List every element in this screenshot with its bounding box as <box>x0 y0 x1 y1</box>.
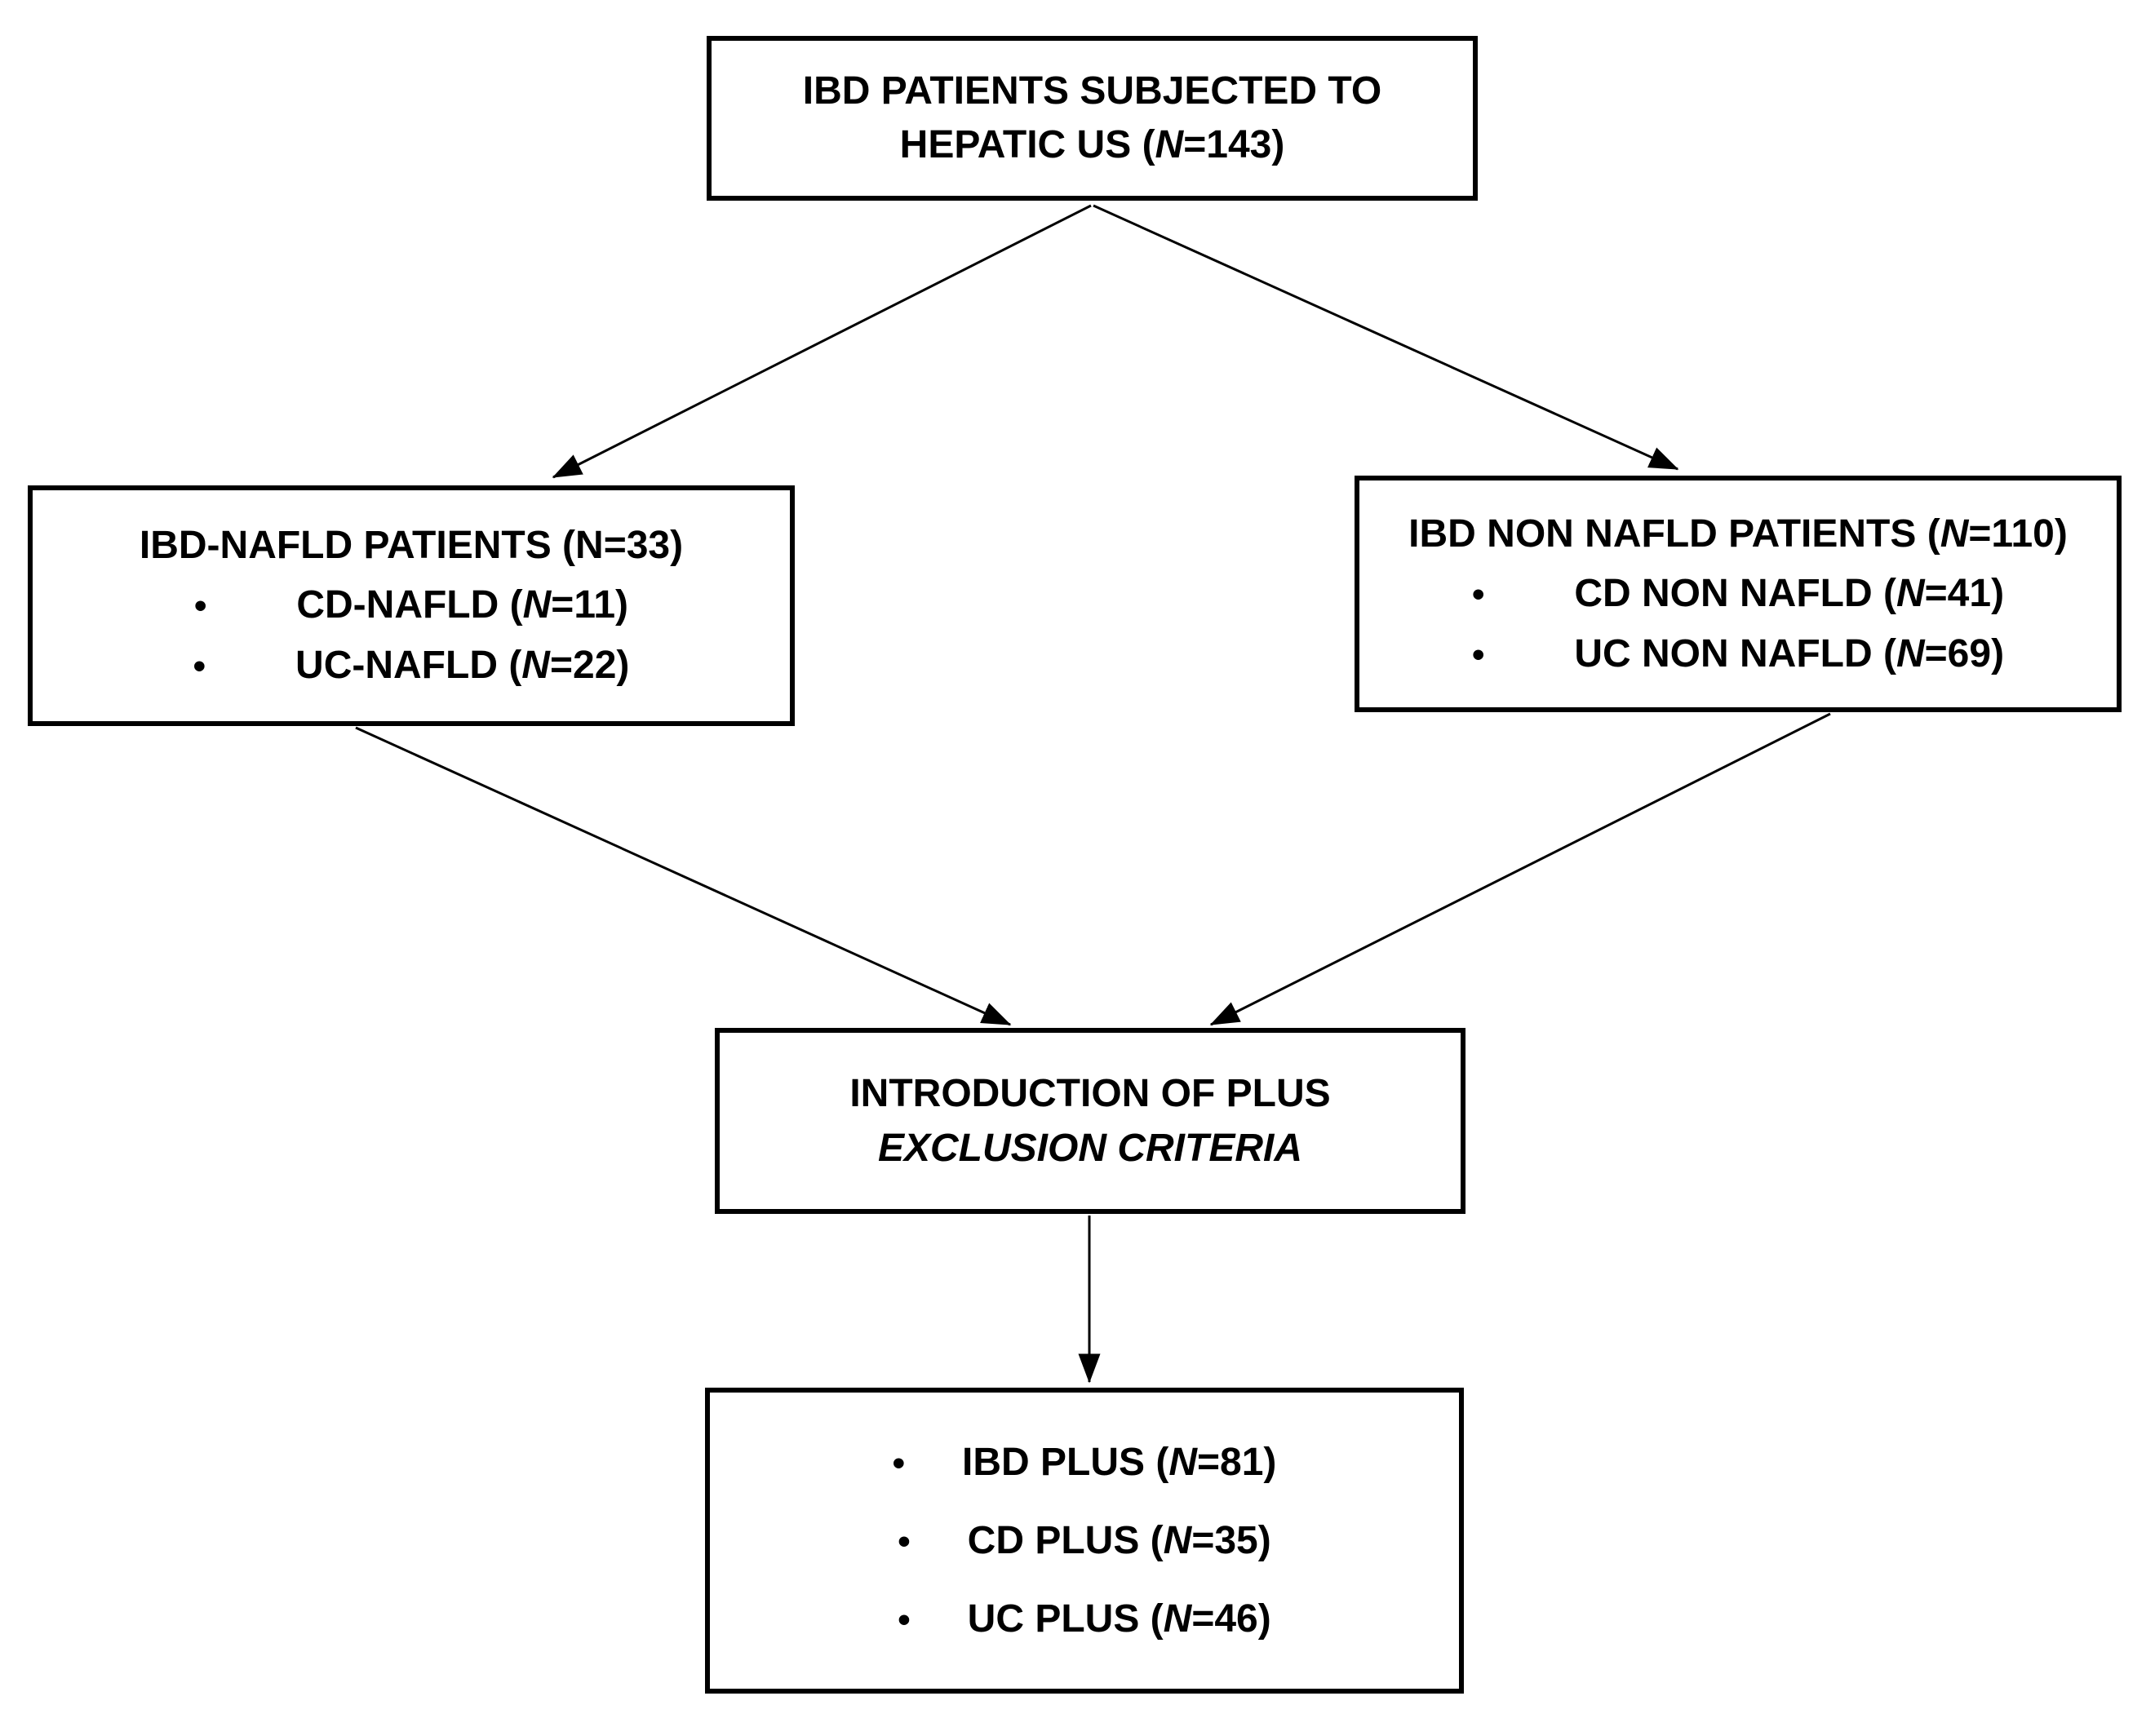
cd-nafld-n: N <box>522 583 552 627</box>
non-nafld-title-pre: IBD NON NAFLD PATIENTS ( <box>1408 512 1940 556</box>
non-nafld-title-n: N <box>1940 512 1969 556</box>
uc-nafld-post: =22) <box>549 644 630 687</box>
uc-non-nafld-post: =69) <box>1924 631 2005 675</box>
plus-bullet-cd-text: CD PLUS (N=35) <box>968 1502 1271 1579</box>
plus-bullet-uc: • UC PLUS (N=46) <box>898 1580 1270 1658</box>
box-exclusion-criteria: INTRODUCTION OF PLUS EXCLUSION CRITERIA <box>715 1028 1465 1214</box>
arrow-nafld-to-exclusion <box>355 726 1012 1026</box>
uc-non-nafld-pre: UC NON NAFLD ( <box>1574 631 1896 675</box>
cd-nafld-pre: CD-NAFLD ( <box>296 583 523 627</box>
non-nafld-bullet-cd: • CD NON NAFLD (N=41) <box>1472 564 2004 624</box>
uc-plus-n: N <box>1163 1596 1192 1641</box>
non-nafld-title-post: =110) <box>1968 512 2068 556</box>
ibd-patients-line2-pre: HEPATIC US ( <box>899 123 1155 166</box>
non-nafld-bullet-cd-text: CD NON NAFLD (N=41) <box>1574 564 2004 623</box>
ibd-nafld-bullet-cd: • CD-NAFLD (N=11) <box>194 575 628 636</box>
exclusion-line1: INTRODUCTION OF PLUS <box>849 1072 1331 1115</box>
plus-bullet-uc-text: UC PLUS (N=46) <box>968 1580 1271 1658</box>
cd-plus-n: N <box>1163 1518 1192 1562</box>
ibd-plus-post: =81) <box>1197 1440 1277 1484</box>
uc-nafld-n: N <box>521 644 550 687</box>
bullet-icon: • <box>1471 634 1485 675</box>
ibd-plus-n: N <box>1168 1440 1197 1484</box>
arrow-root-to-nonnafld <box>1093 204 1679 471</box>
cd-nafld-post: =11) <box>551 583 629 627</box>
ibd-patients-line1: IBD PATIENTS SUBJECTED TO <box>802 69 1382 113</box>
box-plus-results: • IBD PLUS (N=81) • CD PLUS (N=35) • UC … <box>705 1388 1464 1694</box>
bullet-icon: • <box>892 1442 905 1483</box>
ibd-patients-line2-n: N <box>1155 123 1184 166</box>
plus-bullet-cd: • CD PLUS (N=35) <box>898 1502 1270 1580</box>
bullet-icon: • <box>898 1599 911 1640</box>
exclusion-line2: EXCLUSION CRITERIA <box>877 1127 1303 1170</box>
plus-bullet-ibd-text: IBD PLUS (N=81) <box>962 1424 1276 1501</box>
bullet-icon: • <box>898 1521 911 1561</box>
cd-plus-post: =35) <box>1191 1518 1271 1562</box>
ibd-nafld-bullet-cd-text: CD-NAFLD (N=11) <box>296 575 628 635</box>
non-nafld-bullet-uc: • UC NON NAFLD (N=69) <box>1472 624 2004 684</box>
cd-non-nafld-n: N <box>1896 571 1925 615</box>
ibd-patients-line2: HEPATIC US (N=143) <box>900 118 1285 172</box>
bullet-icon: • <box>193 646 206 686</box>
cd-plus-pre: CD PLUS ( <box>967 1518 1164 1562</box>
uc-nafld-pre: UC-NAFLD ( <box>295 644 522 687</box>
box-ibd-nafld: IBD-NAFLD PATIENTS (N=33) • CD-NAFLD (N=… <box>28 485 795 726</box>
arrow-root-to-nafld <box>552 204 1092 479</box>
box-ibd-non-nafld: IBD NON NAFLD PATIENTS (N=110) • CD NON … <box>1355 476 2122 712</box>
ibd-non-nafld-title: IBD NON NAFLD PATIENTS (N=110) <box>1408 504 2068 564</box>
bullet-icon: • <box>1471 574 1485 614</box>
plus-bullet-ibd: • IBD PLUS (N=81) <box>893 1424 1277 1502</box>
ibd-nafld-bullet-uc: • UC-NAFLD (N=22) <box>193 636 630 696</box>
uc-plus-post: =46) <box>1191 1596 1271 1641</box>
ibd-nafld-bullet-uc-text: UC-NAFLD (N=22) <box>295 636 629 695</box>
box-ibd-patients: IBD PATIENTS SUBJECTED TO HEPATIC US (N=… <box>707 36 1478 201</box>
uc-non-nafld-n: N <box>1896 631 1925 675</box>
ibd-nafld-title: IBD-NAFLD PATIENTS (N=33) <box>139 524 684 567</box>
non-nafld-bullet-uc-text: UC NON NAFLD (N=69) <box>1574 624 2004 684</box>
cd-non-nafld-pre: CD NON NAFLD ( <box>1574 571 1896 615</box>
uc-plus-pre: UC PLUS ( <box>967 1596 1164 1641</box>
bullet-icon: • <box>193 586 207 626</box>
ibd-plus-pre: IBD PLUS ( <box>961 1440 1169 1484</box>
ibd-patients-line2-post: =143) <box>1183 123 1285 166</box>
cd-non-nafld-post: =41) <box>1924 571 2005 615</box>
arrow-nonnafld-to-exclusion <box>1209 712 1831 1026</box>
